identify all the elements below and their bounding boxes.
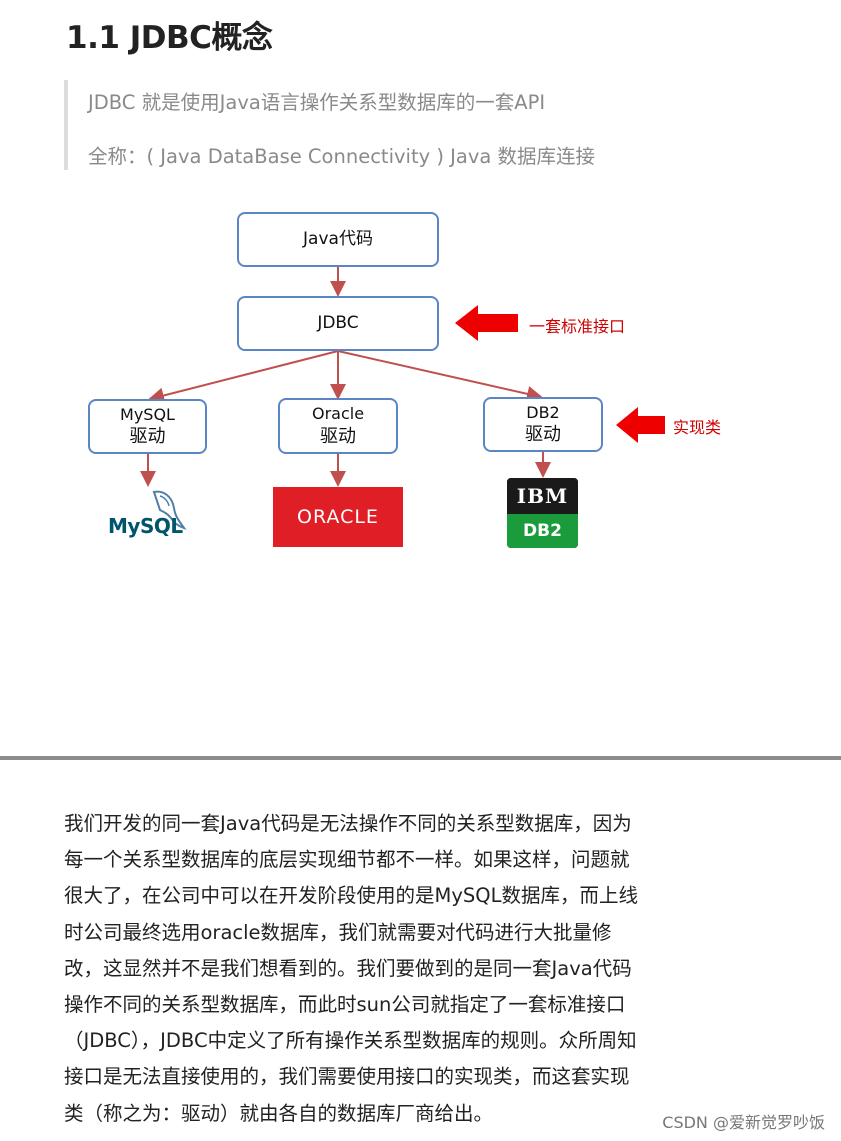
driver-name: DB2 bbox=[526, 402, 560, 422]
driver-label: 驱动 bbox=[320, 425, 356, 447]
blockquote: JDBC 就是使用Java语言操作关系型数据库的一套API 全称：( Java … bbox=[64, 80, 684, 170]
paragraph-line: 很大了，在公司中可以在开发阶段使用的是MySQL数据库，而上线 bbox=[64, 884, 638, 908]
dolphin-icon bbox=[152, 490, 187, 530]
paragraph-line: 接口是无法直接使用的，我们需要使用接口的实现类，而这套实现 bbox=[64, 1065, 630, 1089]
paragraph-line: 操作不同的关系型数据库，而此时sun公司就指定了一套标准接口 bbox=[64, 993, 626, 1017]
paragraph-line: （JDBC），JDBC中定义了所有操作关系型数据库的规则。众所周知 bbox=[64, 1029, 637, 1053]
mysql-logo-text: MySQL bbox=[108, 514, 183, 538]
node-java-code: Java代码 bbox=[237, 212, 439, 267]
arrow-jdbc-to-db2 bbox=[337, 350, 543, 402]
node-db2-driver: DB2 驱动 bbox=[483, 397, 603, 452]
callout-interface-label: 一套标准接口 bbox=[529, 317, 626, 336]
arrow-jdbc-to-mysql bbox=[148, 350, 339, 404]
quote-line-definition: JDBC 就是使用Java语言操作关系型数据库的一套API bbox=[88, 91, 546, 114]
oracle-logo: ORACLE bbox=[273, 487, 403, 547]
driver-label: 驱动 bbox=[525, 424, 561, 446]
node-oracle-driver: Oracle 驱动 bbox=[278, 398, 398, 454]
section-divider bbox=[0, 756, 841, 760]
page-title: 1.1 JDBC概念 bbox=[66, 20, 273, 56]
driver-name: Oracle bbox=[311, 404, 365, 424]
paragraph-line: 类（称之为：驱动）就由各自的数据库厂商给出。 bbox=[64, 1101, 494, 1125]
oracle-logo-text: ORACLE bbox=[297, 506, 379, 528]
explanation-paragraph: 我们开发的同一套Java代码是无法操作不同的关系型数据库，因为 每一个关系型数据… bbox=[64, 806, 744, 1132]
diagram-arrows bbox=[140, 267, 665, 487]
quote-line-fullname: 全称：( Java DataBase Connectivity ) Java 数… bbox=[88, 145, 596, 168]
driver-label: 驱动 bbox=[129, 426, 166, 448]
paragraph-line: 我们开发的同一套Java代码是无法操作不同的关系型数据库，因为 bbox=[64, 812, 632, 835]
paragraph-line: 时公司最终选用oracle数据库，我们就需要对代码进行大批量修 bbox=[64, 920, 612, 944]
ibm-db2-logo: IBM DB2 bbox=[507, 478, 578, 548]
node-jdbc: JDBC bbox=[237, 296, 439, 351]
callout-arrow-impl bbox=[616, 407, 665, 443]
paragraph-line: 改，这显然并不是我们想看到的。我们要做到的是同一套Java代码 bbox=[64, 956, 632, 980]
node-mysql-driver: MySQL 驱动 bbox=[88, 399, 207, 454]
csdn-watermark: CSDN @爱新觉罗吵饭 bbox=[662, 1113, 825, 1132]
ibm-logo-text: IBM bbox=[507, 478, 578, 514]
paragraph-line: 每一个关系型数据库的底层实现细节都不一样。如果这样，问题就 bbox=[64, 848, 630, 872]
callout-arrow-interface bbox=[455, 305, 518, 341]
mysql-logo: MySQL bbox=[108, 488, 192, 544]
db2-logo-text: DB2 bbox=[507, 514, 578, 548]
callout-impl-label: 实现类 bbox=[673, 418, 722, 437]
driver-name: MySQL bbox=[120, 404, 175, 424]
